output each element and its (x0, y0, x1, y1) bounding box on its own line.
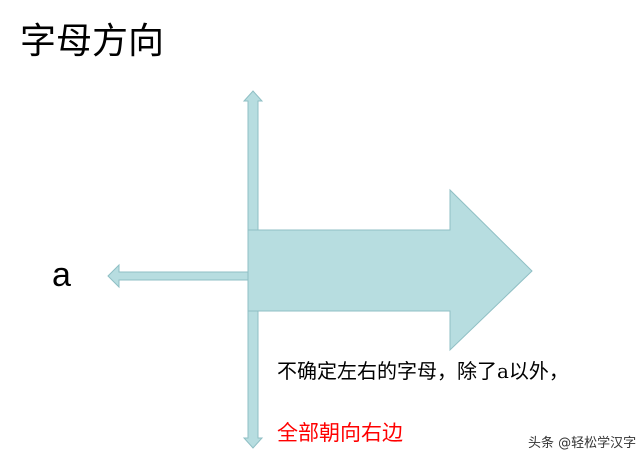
watermark: 头条 @轻松学汉字 (528, 436, 637, 451)
right-big-arrow (247, 188, 533, 352)
page-title: 字母方向 (20, 21, 165, 62)
note-line-2: 全部朝向右边 (277, 421, 403, 445)
note-line-1: 不确定左右的字母，除了a以外， (277, 359, 569, 383)
left-arrow (107, 263, 249, 289)
letter-a: a (52, 256, 71, 294)
